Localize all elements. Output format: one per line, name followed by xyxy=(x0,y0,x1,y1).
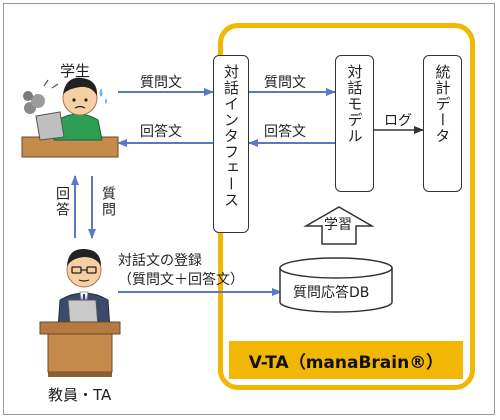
student-label: 学生 xyxy=(60,62,91,80)
registration-label-line2: （質問文＋回答文） xyxy=(118,272,244,288)
question-text-label-left: 質問文 xyxy=(140,75,182,91)
teacher-label: 教員・TA xyxy=(48,386,112,404)
database-cylinder xyxy=(279,257,393,313)
teacher-illustration xyxy=(39,248,121,377)
registration-label-line1: 対話文の登録 xyxy=(118,253,202,269)
student-illustration xyxy=(21,77,119,158)
dialogue-interface-label: 対話インタフェース xyxy=(222,64,240,208)
learning-block-arrow xyxy=(303,206,375,245)
dialogue-model-label: 対話モデル xyxy=(345,64,364,144)
statistics-label: 統計データ xyxy=(433,64,452,144)
answer-text-label-left: 回答文 xyxy=(140,124,182,140)
dialogue-interface-box: 対話インタフェース xyxy=(213,55,249,233)
dialogue-model-box: 対話モデル xyxy=(335,55,374,192)
answer-vertical-label: 回答 xyxy=(54,186,70,218)
answer-text-label-right: 回答文 xyxy=(264,124,306,140)
outer-frame xyxy=(3,3,495,415)
learning-label: 学習 xyxy=(324,217,352,233)
statistics-box: 統計データ xyxy=(423,55,462,192)
system-name-banner: V-TA（manaBrain®） xyxy=(229,341,463,379)
qa-database-label: 質問応答DB xyxy=(293,285,370,301)
system-name: V-TA（manaBrain®） xyxy=(248,352,444,373)
question-text-label-right: 質問文 xyxy=(264,75,306,91)
question-vertical-label: 質問 xyxy=(100,186,116,218)
log-label: ログ xyxy=(384,113,412,129)
